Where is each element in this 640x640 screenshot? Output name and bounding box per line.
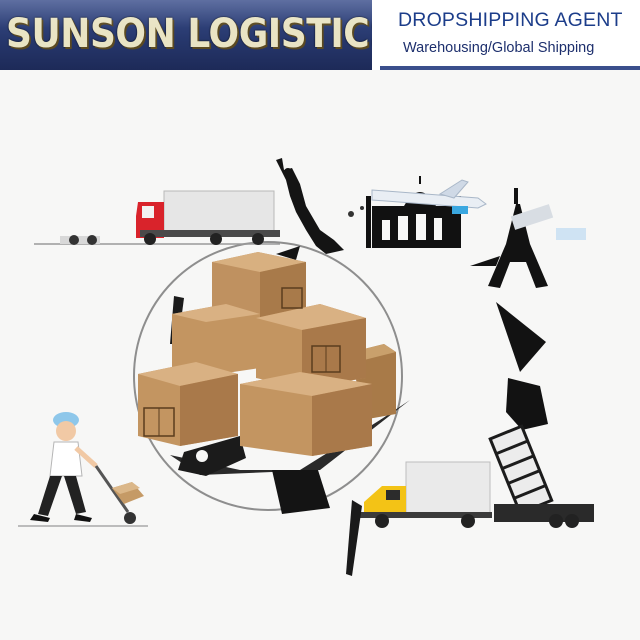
airplane-icon <box>371 179 487 214</box>
red-truck-icon <box>34 190 280 245</box>
cardboard-boxes <box>138 252 396 456</box>
agent-panel: DROPSHIPPING AGENT Warehousing/Global Sh… <box>372 0 640 70</box>
statue-of-liberty-icon <box>276 158 344 254</box>
silhouette-shard <box>272 470 330 514</box>
header-banner: SUNSON LOGISTICS DROPSHIPPING AGENT Ware… <box>0 0 640 70</box>
silhouette-shard <box>506 378 548 430</box>
brand-panel: SUNSON LOGISTICS <box>0 0 372 70</box>
delivery-man-icon <box>18 412 148 527</box>
loop-circle <box>133 241 403 511</box>
yellow-truck-icon <box>346 461 594 576</box>
eiffel-tower-icon <box>470 188 586 288</box>
silhouette-shard <box>496 302 546 372</box>
agent-tagline: Warehousing/Global Shipping <box>403 40 595 56</box>
agent-headline: DROPSHIPPING AGENT <box>398 9 623 31</box>
taj-mahal-icon <box>348 176 461 248</box>
silhouette-shard <box>276 246 300 260</box>
leaning-tower-icon <box>488 424 554 516</box>
silhouette-shard <box>178 436 246 476</box>
